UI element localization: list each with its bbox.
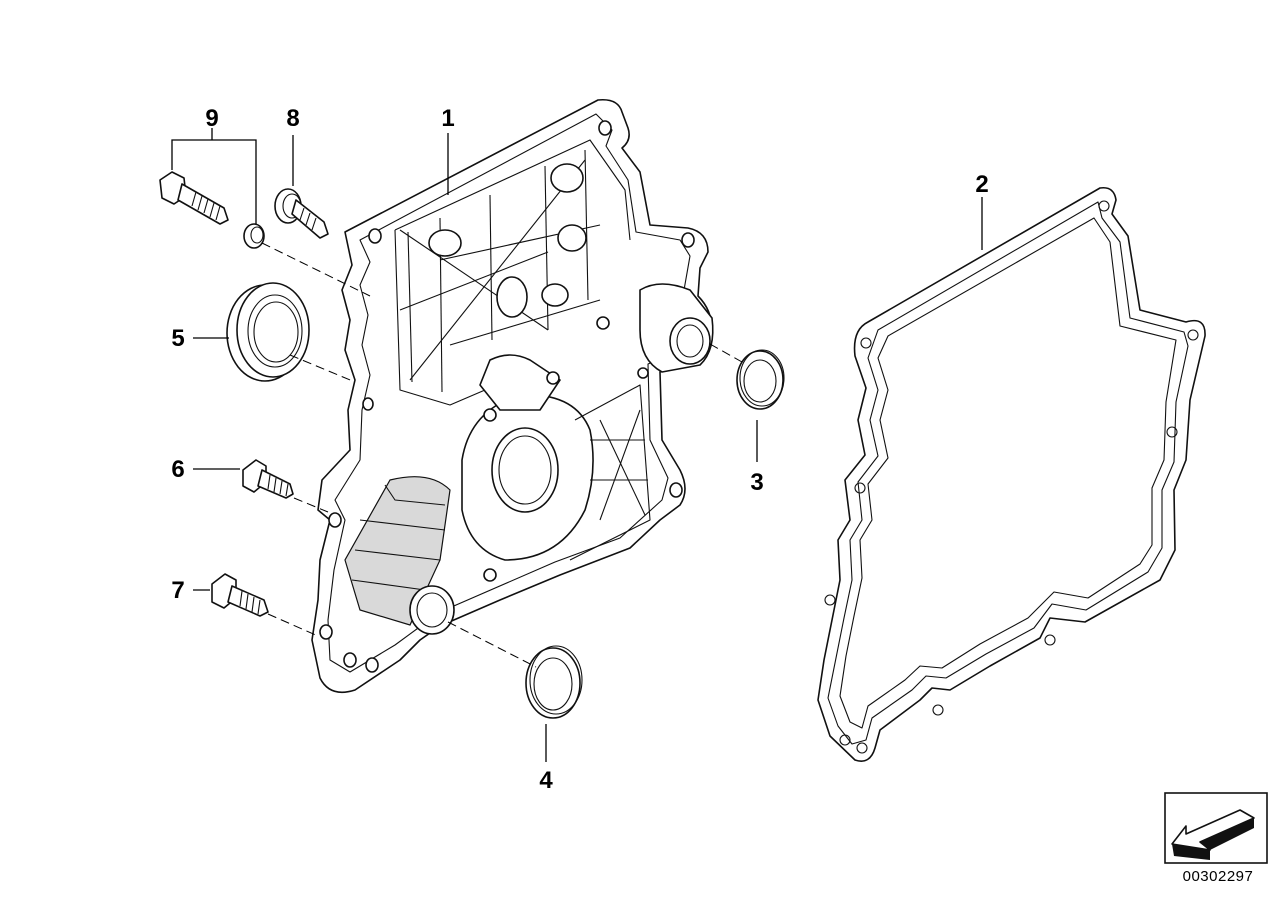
bolt-7[interactable]	[211, 573, 269, 617]
assembly-dash-lines	[261, 242, 743, 668]
shaft-seal-small[interactable]	[736, 349, 785, 410]
shaft-seal-lower[interactable]	[525, 645, 583, 719]
timing-case-cover[interactable]	[311, 98, 714, 694]
callout-6: 6	[171, 456, 184, 483]
leader-lines	[171, 128, 983, 762]
bolt-6[interactable]	[242, 459, 294, 499]
callout-3: 3	[750, 469, 763, 496]
plug-bolt-8[interactable]	[274, 188, 329, 239]
callout-7: 7	[171, 577, 184, 604]
callout-4: 4	[539, 767, 553, 794]
drawing-number: 00302297	[1182, 868, 1254, 885]
callout-2: 2	[975, 171, 988, 198]
cover-gasket[interactable]	[817, 186, 1206, 762]
callout-9: 9	[205, 105, 218, 132]
arrow-direction-icon	[1164, 792, 1268, 864]
callout-labels: 1 2 3 4 5 6 7 8 9	[171, 105, 988, 794]
callout-8: 8	[286, 105, 299, 132]
washer-9[interactable]	[243, 223, 265, 249]
bolt-9[interactable]	[159, 171, 229, 225]
crankshaft-seal[interactable]	[226, 282, 310, 382]
callout-1: 1	[441, 105, 454, 132]
callout-5: 5	[171, 325, 184, 352]
